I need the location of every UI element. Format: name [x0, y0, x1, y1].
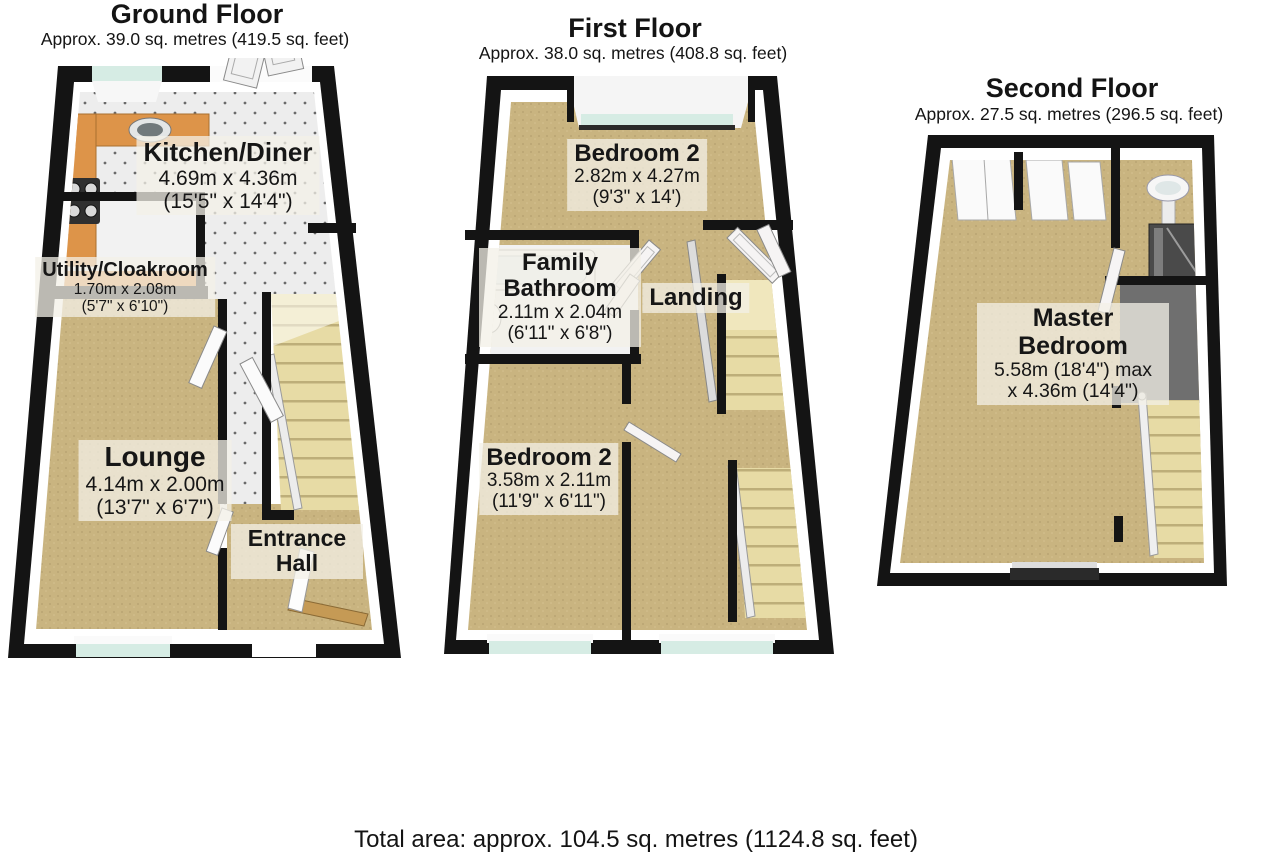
room-label-bedroom2-top: Bedroom 2 2.82m x 4.27m (9'3" x 14') — [567, 139, 707, 212]
floor-section-ground: Ground Floor Approx. 39.0 sq. metres (41… — [0, 0, 422, 690]
bedroom-window — [489, 641, 591, 654]
floor-section-first: First Floor Approx. 38.0 sq. metres (408… — [425, 0, 847, 690]
second-stairs — [1146, 400, 1204, 558]
first-bottom-windows — [487, 634, 775, 654]
ground-floor-title: Ground Floor — [110, 0, 284, 29]
second-floor-title: Second Floor — [985, 73, 1159, 103]
room-label-lounge: Lounge 4.14m x 2.00m (13'7" x 6'7") — [78, 440, 232, 521]
room-label-kitchen-diner: Kitchen/Diner 4.69m x 4.36m (15'5" x 14'… — [136, 136, 320, 215]
second-floor-subtitle: Approx. 27.5 sq. metres (296.5 sq. feet) — [914, 104, 1224, 124]
room-label-master-bedroom: Master Bedroom 5.58m (18'4") max x 4.36m… — [977, 303, 1169, 405]
floor-section-second: Second Floor Approx. 27.5 sq. metres (29… — [862, 0, 1272, 620]
first-floor-title: First Floor — [568, 13, 702, 43]
room-label-utility-cloakroom: Utility/Cloakroom 1.70m x 2.08m (5'7" x … — [35, 257, 215, 318]
room-label-bedroom2-bottom: Bedroom 2 3.58m x 2.11m (11'9" x 6'11") — [479, 443, 619, 516]
ground-floor-subtitle: Approx. 39.0 sq. metres (419.5 sq. feet) — [40, 29, 350, 49]
stair-handrail — [265, 353, 303, 511]
front-door-opening — [252, 644, 316, 657]
second-bottom-door — [1010, 562, 1099, 580]
room-label-family-bathroom: Family Bathroom 2.11m x 2.04m (6'11" x 6… — [479, 248, 641, 347]
total-area-text: Total area: approx. 104.5 sq. metres (11… — [354, 826, 918, 853]
room-label-landing: Landing — [642, 283, 750, 314]
french-doors — [210, 58, 312, 89]
bedroom-door-leaf — [623, 421, 682, 463]
wardrobe-panels — [951, 160, 1107, 221]
landing-window — [661, 641, 773, 654]
first-floor-subtitle: Approx. 38.0 sq. metres (408.8 sq. feet) — [478, 43, 788, 63]
ground-windows — [74, 66, 316, 657]
first-top-window — [567, 76, 755, 130]
room-label-entrance-hall: Entrance Hall — [231, 524, 363, 579]
kitchen-window — [92, 66, 162, 81]
lounge-window — [76, 644, 170, 657]
ensuite-sink — [1146, 174, 1190, 225]
